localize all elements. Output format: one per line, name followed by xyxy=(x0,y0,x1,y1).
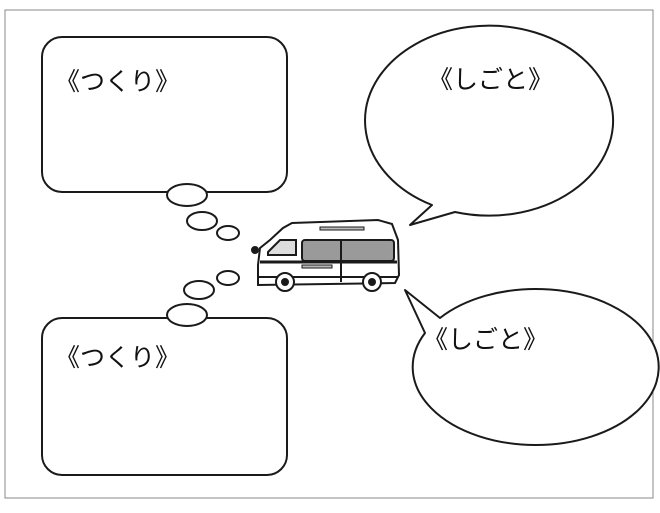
box-label-top-left: 《つくり》 xyxy=(55,67,181,96)
thought-box-bottom xyxy=(41,317,288,476)
van-illustration xyxy=(251,218,401,292)
thought-bubbles-top xyxy=(166,183,240,241)
speech-bubble-top xyxy=(364,24,615,226)
speech-bubble-bottom xyxy=(404,288,660,446)
outer-frame xyxy=(4,9,654,499)
box-label-bottom-left: 《つくり》 xyxy=(55,343,181,372)
bubble-label-bottom-right: 《しごと》 xyxy=(423,325,549,354)
thought-bubbles-bottom xyxy=(166,270,240,327)
thought-box-top xyxy=(41,36,288,193)
bubble-label-top-right: 《しごと》 xyxy=(428,65,554,94)
